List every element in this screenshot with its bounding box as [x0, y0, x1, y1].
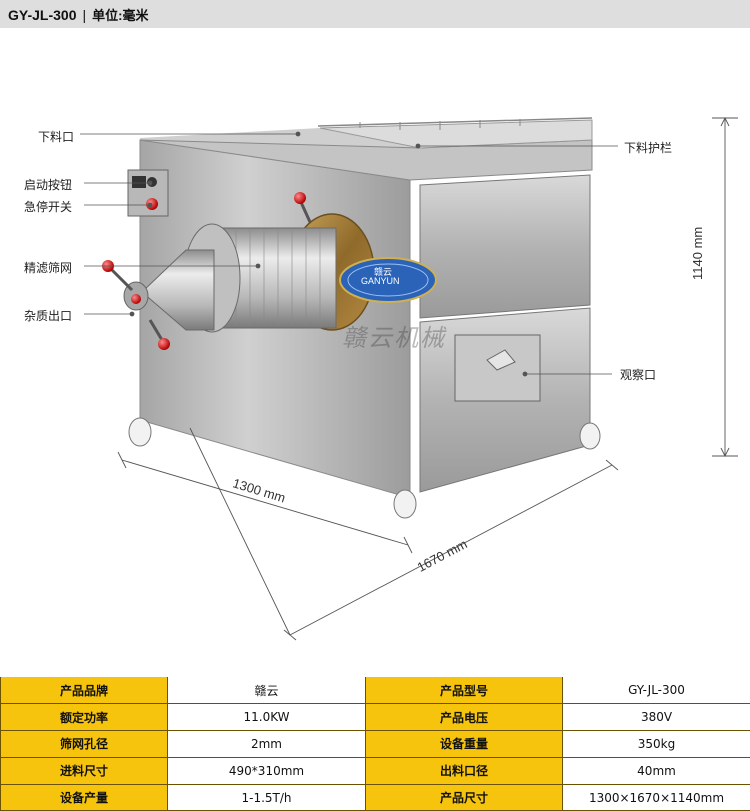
dimension-lines [117, 116, 738, 641]
spec-key: 进料尺寸 [0, 756, 168, 785]
table-row: 产品品牌 赣云 产品型号 GY-JL-300 [0, 677, 750, 705]
label-start-button: 启动按钮 [24, 178, 73, 192]
feed-guard-rail [317, 117, 593, 130]
spec-value: 2mm [167, 730, 366, 758]
brand-logo [339, 257, 437, 303]
spec-key: 额定功率 [0, 703, 168, 732]
height-dimension: 1140 mm [690, 226, 705, 280]
label-feed-guard: 下料护栏 [624, 141, 673, 155]
spec-key: 设备重量 [365, 730, 563, 758]
spec-key: 产品电压 [365, 703, 563, 732]
unit-label: 单位:毫米 [92, 8, 149, 23]
logo-chinese: 赣云 [374, 268, 393, 278]
spec-value: 490*310mm [167, 756, 366, 785]
filter-drum-assembly [102, 192, 375, 350]
spec-key: 设备产量 [0, 783, 168, 811]
table-row: 进料尺寸 490*310mm 出料口径 40mm [0, 756, 750, 785]
spec-key: 产品尺寸 [365, 783, 563, 811]
label-emergency-stop: 急停开关 [24, 200, 73, 214]
label-filter-screen: 精滤筛网 [24, 261, 73, 275]
label-impurity-outlet: 杂质出口 [24, 309, 73, 323]
spec-value: 1-1.5T/h [167, 783, 366, 811]
spec-value: GY-JL-300 [562, 677, 750, 705]
machine-drawing [80, 116, 738, 641]
spec-key: 出料口径 [365, 756, 563, 785]
label-observation-port: 观察口 [620, 368, 657, 382]
model-title: GY-JL-300 [8, 7, 77, 23]
wheels [128, 417, 601, 519]
title-text: GY-JL-300 | 单位:毫米 [8, 5, 148, 24]
table-row: 筛网孔径 2mm 设备重量 350kg [0, 730, 750, 758]
spec-key: 筛网孔径 [0, 730, 168, 758]
title-bar: GY-JL-300 | 单位:毫米 [0, 0, 750, 28]
product-illustration: 下料口 启动按钮 急停开关 精滤筛网 杂质出口 下料护栏 观察口 1140 mm… [0, 28, 750, 677]
spec-value: 1300×1670×1140mm [562, 783, 750, 811]
spec-key: 产品型号 [365, 677, 563, 705]
spec-value: 40mm [562, 756, 750, 785]
table-row: 额定功率 11.0KW 产品电压 380V [0, 703, 750, 732]
table-row: 设备产量 1-1.5T/h 产品尺寸 1300×1670×1140mm [0, 783, 750, 811]
logo-english: GANYUN [361, 276, 400, 286]
spec-value: 350kg [562, 730, 750, 758]
label-feed-inlet: 下料口 [38, 130, 75, 144]
spec-value: 380V [562, 703, 750, 732]
callout-lines [80, 131, 618, 377]
spec-key: 产品品牌 [0, 677, 168, 705]
spec-value: 11.0KW [167, 703, 366, 732]
spec-table: 产品品牌 赣云 产品型号 GY-JL-300 额定功率 11.0KW 产品电压 … [0, 677, 750, 811]
spec-value: 赣云 [167, 677, 366, 705]
title-separator: | [82, 7, 87, 23]
watermark-text: 赣云机械 [342, 324, 446, 352]
